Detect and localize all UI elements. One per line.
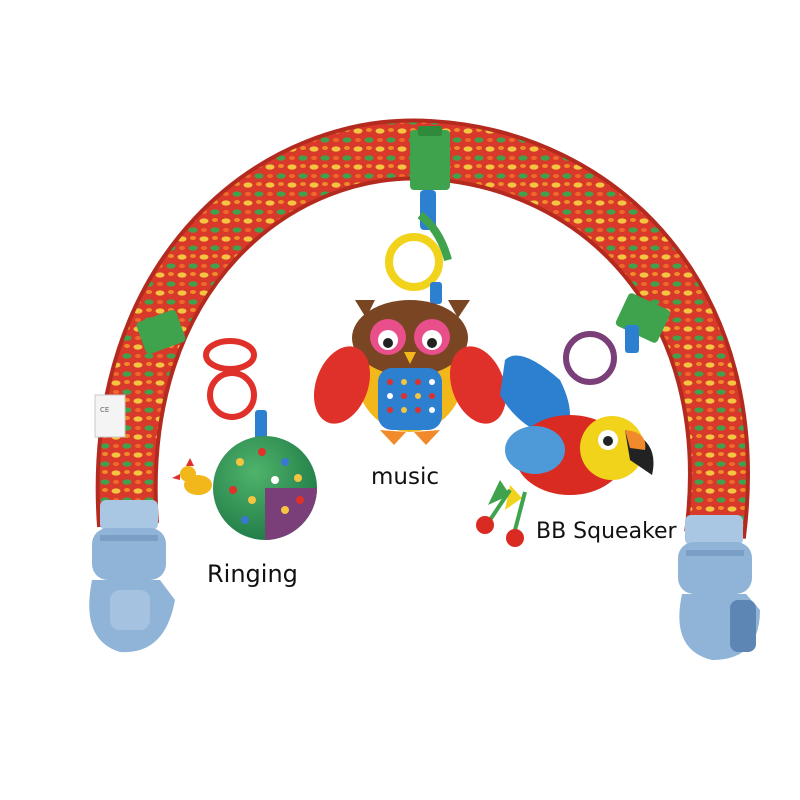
purple-ring [563,331,617,385]
arch-strap-left [136,309,186,355]
music-label: music [371,464,440,490]
ringing-label: Ringing [207,560,298,588]
ringing-ball-toy [172,338,317,540]
owl-music-toy [313,190,507,445]
owl-right-wing [449,346,507,424]
bb-squeaker-label: BB Squeaker [536,519,677,544]
svg-text:CE: CE [100,406,109,414]
parrot-squeaker-toy [476,325,654,547]
owl-left-wing [313,346,371,424]
owl-head [352,300,468,376]
right-clamp [678,515,760,660]
play-arch: CE [94,118,750,539]
left-clamp [89,500,175,653]
care-tag [94,394,126,438]
yellow-ring [385,233,443,291]
arch-strap-top [410,130,450,190]
